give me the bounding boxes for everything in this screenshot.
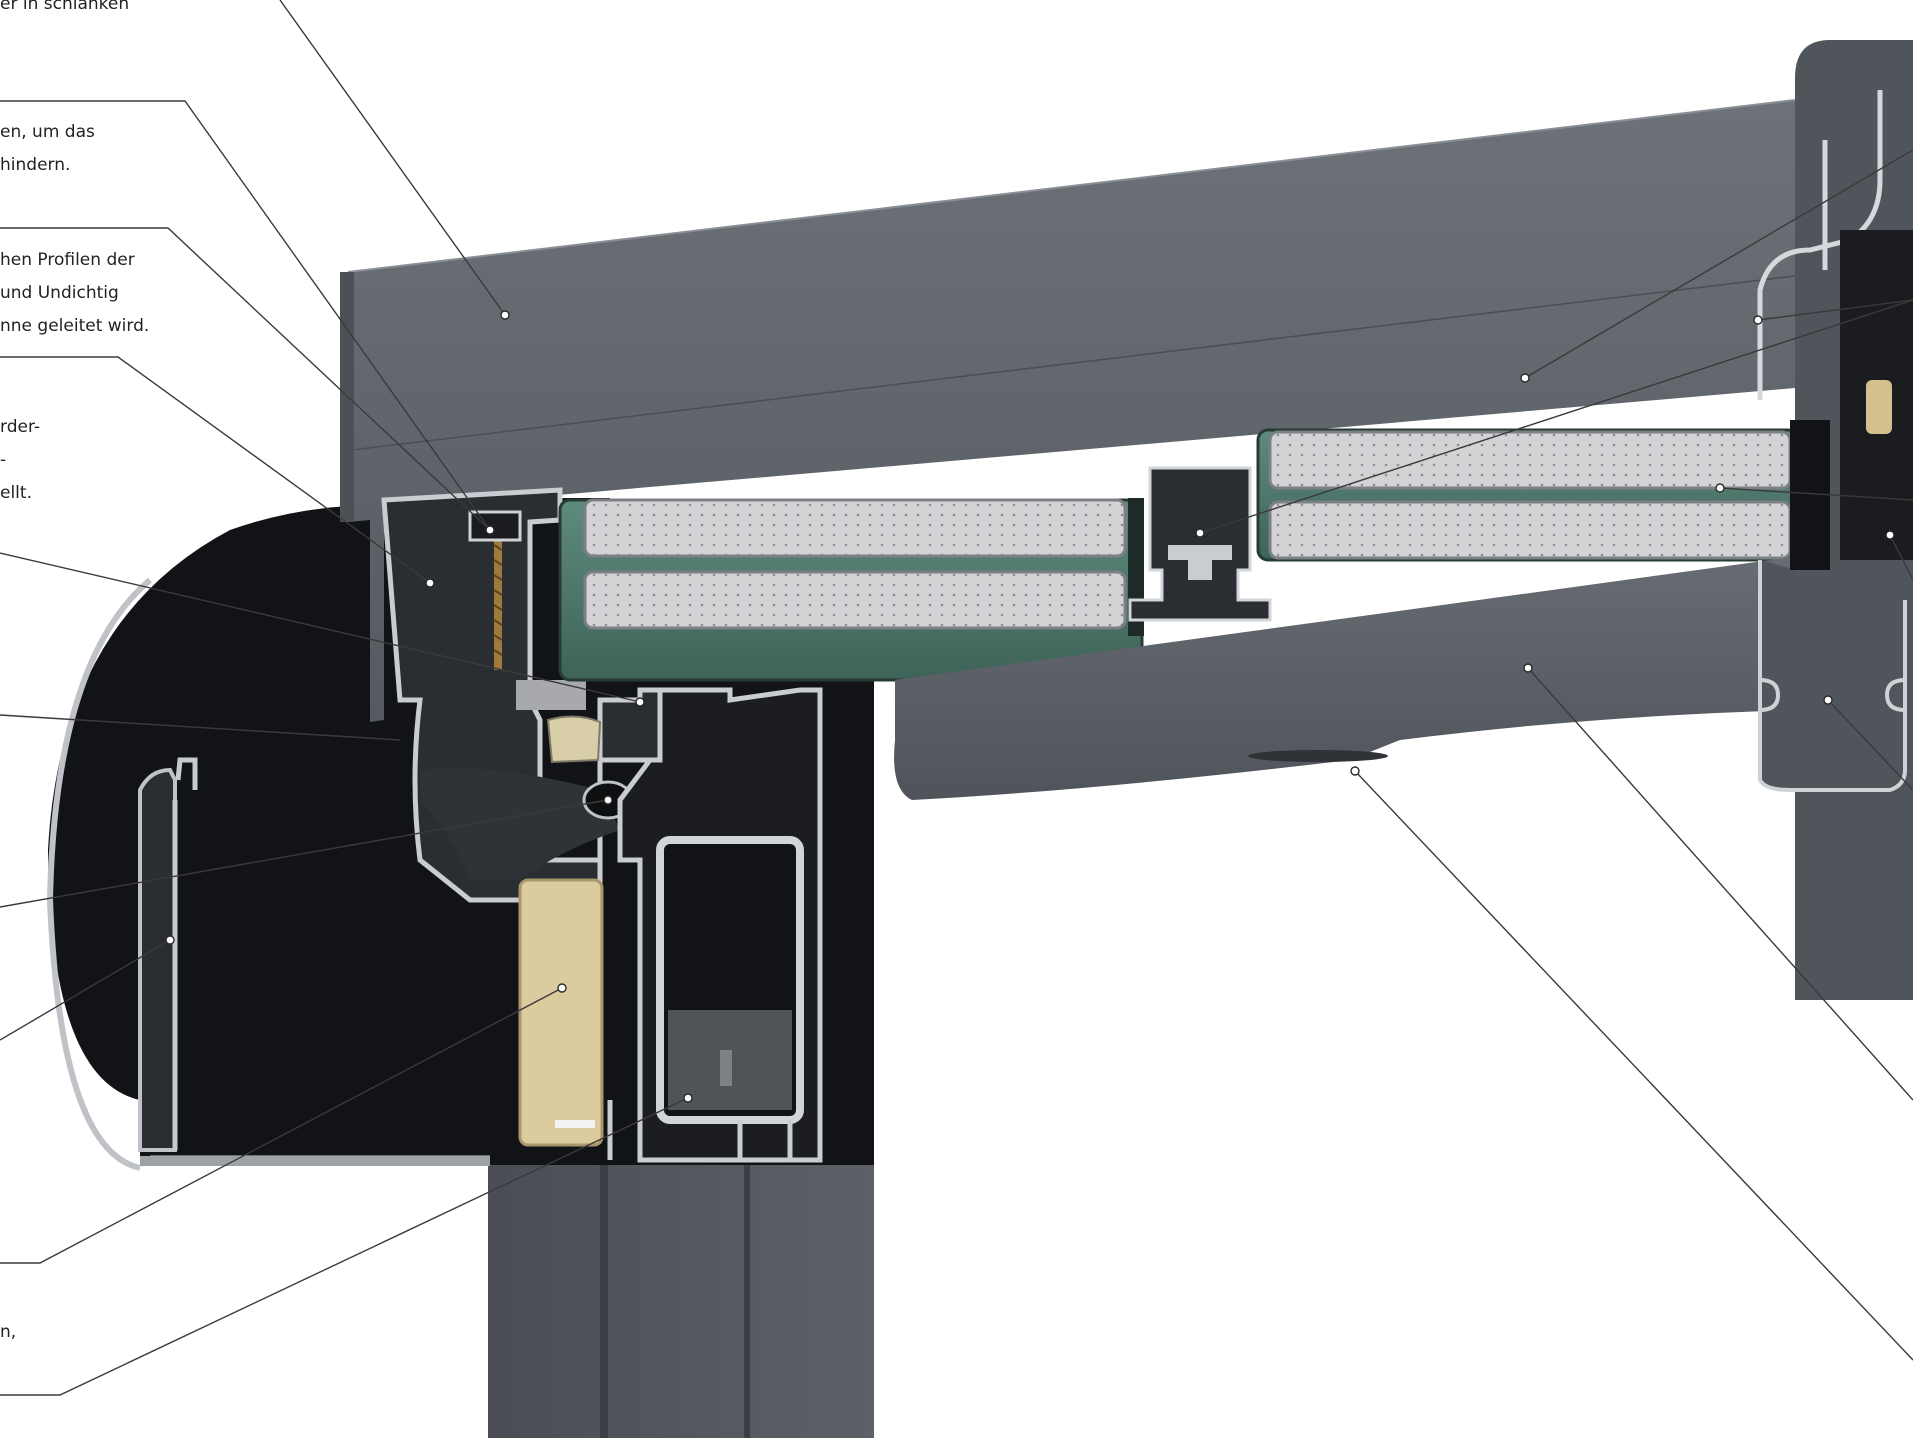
- leader-line: [279, 0, 506, 316]
- callout-text-10: n,: [0, 1316, 16, 1349]
- vertical-post-groove: [744, 1140, 750, 1438]
- leader-line: [1354, 770, 1913, 1361]
- leader-line: [0, 356, 431, 584]
- callout-line: er in schlanken: [0, 0, 130, 14]
- leader-line: [1889, 534, 1913, 581]
- leader-line: [1827, 699, 1913, 791]
- mullion-t-connector: [1168, 545, 1232, 580]
- right-bracket-clip: [1759, 678, 1906, 712]
- leader-line: [0, 987, 563, 1264]
- transom-lower-seam: [351, 275, 1796, 451]
- leader-line: [0, 799, 609, 908]
- cover-bottom-rail: [140, 1156, 490, 1166]
- callout-dot: [1823, 695, 1833, 705]
- callout-line: n,: [0, 1322, 17, 1342]
- callout-line: -: [0, 450, 7, 470]
- spacer-bar-right-top: [1268, 430, 1792, 490]
- callout-text-2: en, um das hindern.: [0, 116, 95, 182]
- leader-line: [1719, 487, 1913, 501]
- callout-dot: [425, 578, 435, 588]
- callout-line: nne geleitet wird.: [0, 316, 150, 336]
- callout-line: hen Profilen der: [0, 250, 135, 270]
- callout-dot: [557, 983, 567, 993]
- callout-dot: [1885, 530, 1895, 540]
- leader-line: [1199, 299, 1913, 534]
- clamp-head: [468, 510, 522, 542]
- spacer-bar-left-bottom: [583, 570, 1127, 630]
- top-transom-profile: [348, 100, 1795, 722]
- callout-target-dots: [165, 310, 1895, 1103]
- frame-lower-rib: [607, 1100, 793, 1160]
- vertical-post-profile: [488, 1140, 874, 1438]
- transom-left-lip: [340, 272, 354, 522]
- callout-dot: [1350, 766, 1360, 776]
- callout-dot: [683, 1093, 693, 1103]
- leader-line: [0, 227, 491, 531]
- threaded-rod: [494, 520, 502, 670]
- callout-dot: [1523, 663, 1533, 673]
- callout-dot: [603, 795, 613, 805]
- center-mullion-clip: [1128, 466, 1272, 622]
- leader-line: [0, 939, 171, 1041]
- leader-lines: [0, 0, 1913, 1396]
- leader-line: [0, 100, 491, 531]
- callout-dot: [1753, 315, 1763, 325]
- rounded-cover-profile: [46, 577, 152, 1171]
- callout-line: rder-: [0, 417, 40, 437]
- callout-text-4: rder- - ellt.: [0, 411, 40, 510]
- leader-line: [0, 552, 641, 703]
- vertical-post-groove: [600, 1140, 608, 1438]
- callout-text-1: er in schlanken: [0, 0, 129, 21]
- callout-dot: [500, 310, 510, 320]
- callout-text-3: hen Profilen der und Undichtig nne gelei…: [0, 244, 149, 343]
- leader-line: [1524, 149, 1913, 379]
- insulation-clip: [555, 1120, 595, 1128]
- callout-dot: [1715, 483, 1725, 493]
- callout-line: ellt.: [0, 483, 32, 503]
- leader-line: [1527, 667, 1913, 1101]
- bottom-cover-profile: [894, 556, 1800, 800]
- right-outer-frame: [1757, 90, 1883, 400]
- thermal-insulation-core: [518, 878, 604, 1147]
- right-insulation-plug: [1866, 380, 1892, 434]
- callout-line: und Undichtig: [0, 283, 119, 303]
- screw: [720, 1050, 732, 1086]
- hardware-block: [516, 680, 586, 710]
- leader-line: [0, 1097, 689, 1396]
- gasket-seal: [546, 715, 602, 764]
- callout-dot: [485, 525, 495, 535]
- drain-hole: [1248, 750, 1388, 762]
- cover-inner-profile: [138, 767, 177, 1152]
- leader-line: [0, 714, 401, 741]
- callout-line: hindern.: [0, 155, 71, 175]
- leader-line: [1757, 299, 1913, 321]
- callout-dot: [635, 697, 645, 707]
- callout-dot: [1195, 528, 1205, 538]
- right-bracket: [1758, 560, 1907, 792]
- callout-dot: [1520, 373, 1530, 383]
- callout-line: en, um das: [0, 122, 95, 142]
- spacer-bar-left-top: [583, 498, 1127, 558]
- black-gasket: [420, 767, 620, 880]
- callout-dot: [165, 935, 175, 945]
- spacer-bar-right-bottom: [1268, 500, 1792, 560]
- transom-edge-highlight: [347, 99, 1796, 273]
